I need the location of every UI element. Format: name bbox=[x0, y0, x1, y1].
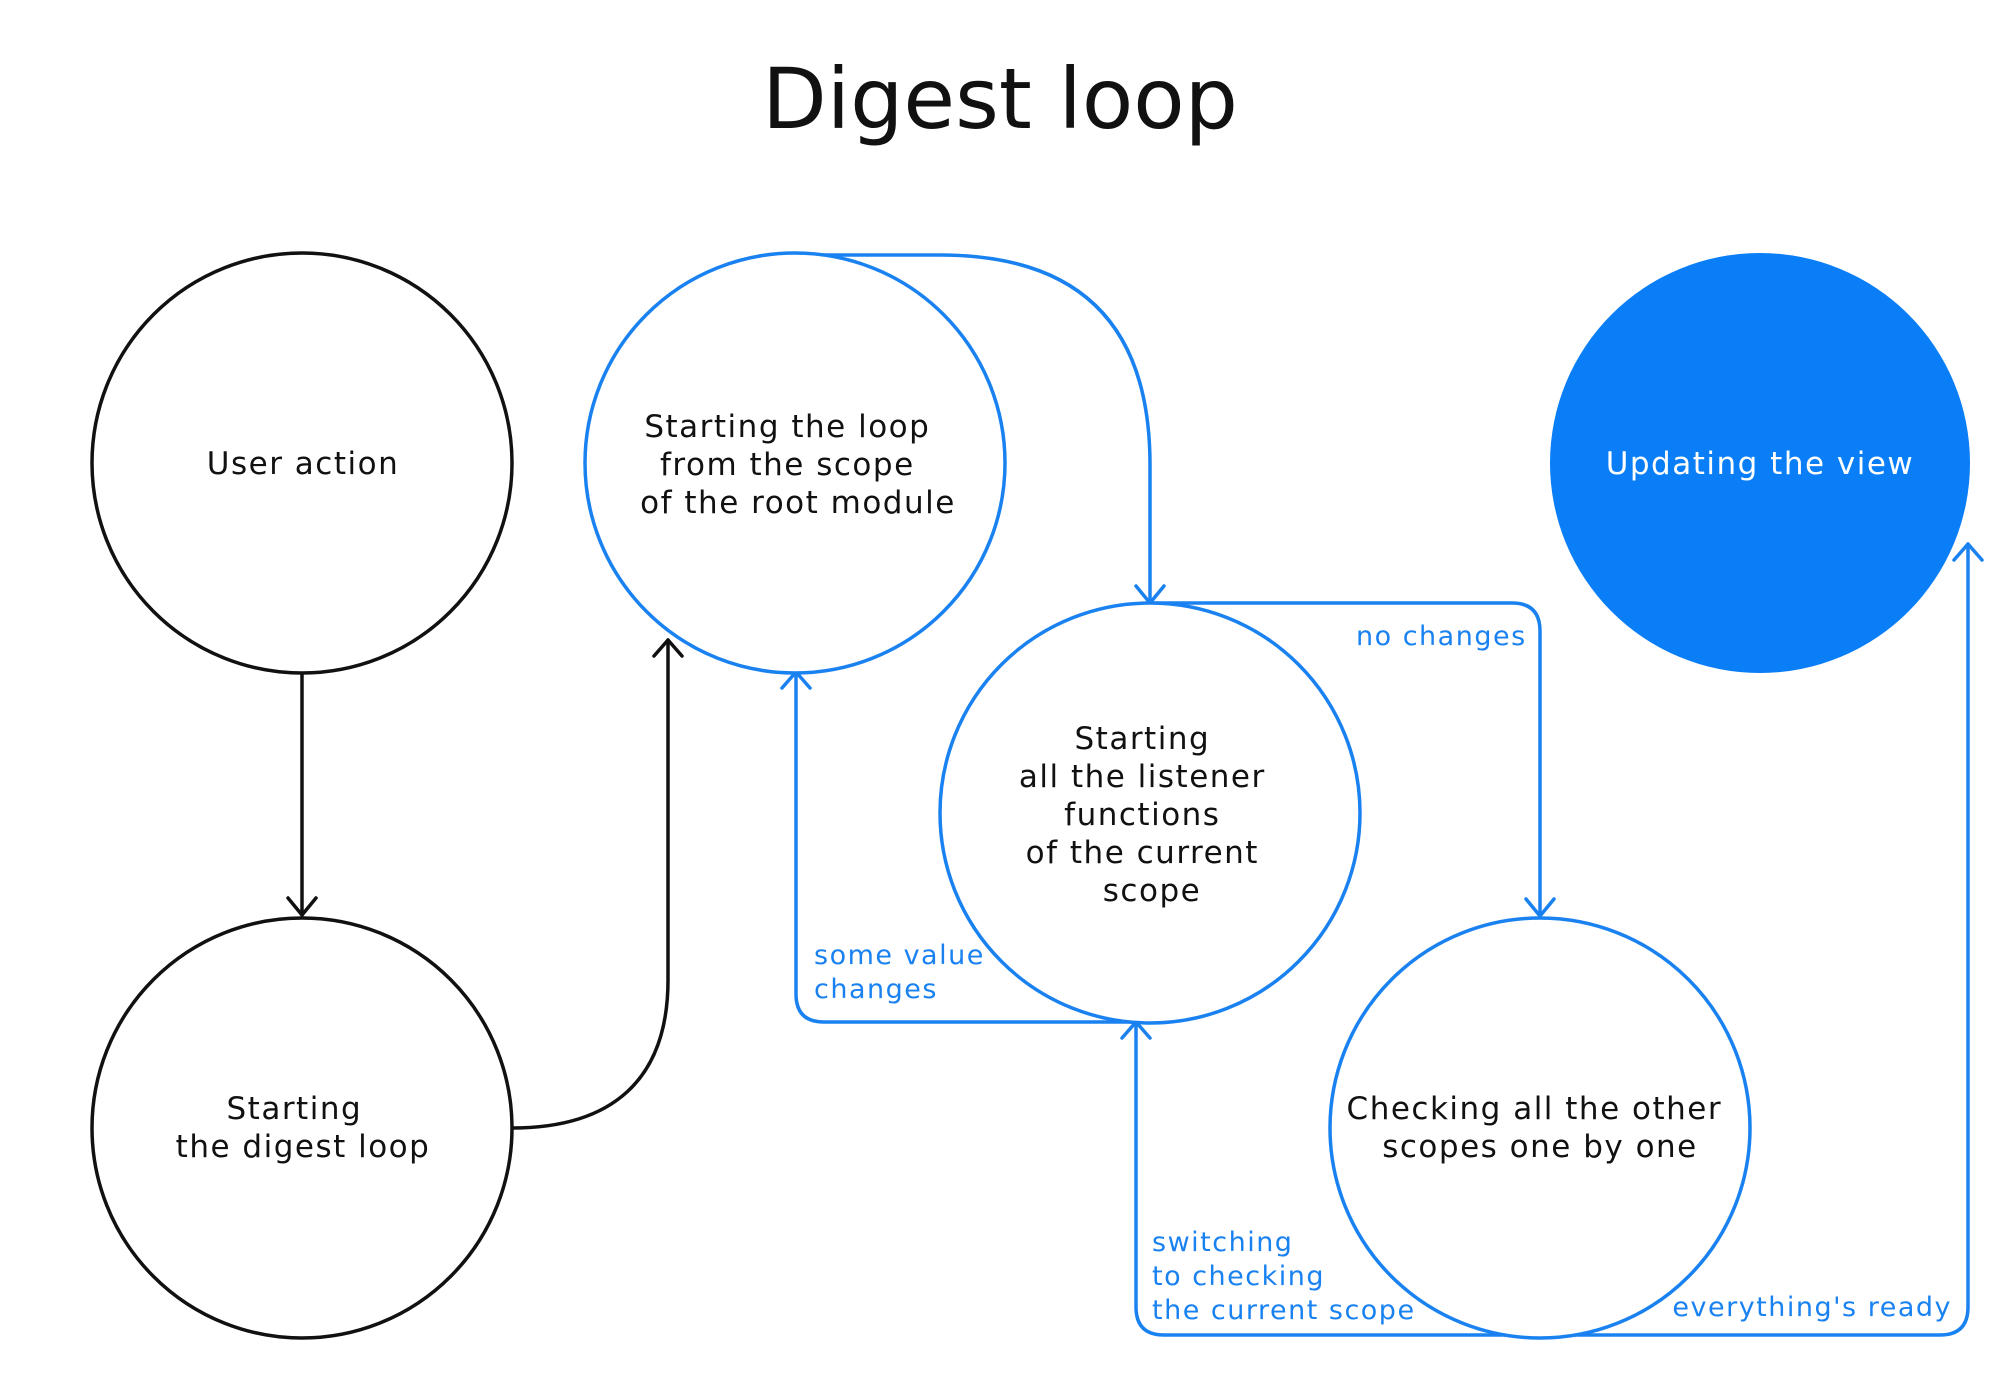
node-listeners-label: Starting all the listener functions of t… bbox=[1019, 721, 1277, 909]
arrow-switching-to-current bbox=[1134, 1020, 1542, 1337]
node-update-view bbox=[1550, 253, 1970, 673]
node-user-action bbox=[90, 251, 514, 675]
arrowhead-root-scope-bottom-left bbox=[652, 638, 684, 658]
edge-label-no-changes: no changes bbox=[1356, 621, 1527, 652]
diagram-title: Digest loop bbox=[762, 50, 1238, 148]
node-root-scope-label: Starting the loop from the scope of the … bbox=[640, 409, 956, 521]
arrow-digest-to-root-scope bbox=[510, 638, 670, 1130]
node-update-view-label: Updating the view bbox=[1606, 446, 1915, 482]
arrowhead-other-scopes-top bbox=[1524, 897, 1556, 918]
node-starting-digest bbox=[90, 916, 514, 1340]
arrow-root-scope-to-listeners bbox=[793, 253, 1152, 605]
arrow-some-value-changes bbox=[794, 670, 1135, 1024]
arrowhead-digest-top bbox=[286, 896, 318, 917]
node-user-action-label: User action bbox=[207, 446, 399, 482]
arrow-no-changes bbox=[1148, 601, 1542, 918]
edge-label-some-value-changes: some value changes bbox=[814, 940, 995, 1005]
node-other-scopes bbox=[1328, 916, 1752, 1340]
arrow-everything-ready bbox=[1538, 542, 1970, 1337]
edge-label-switching: switching to checking the current scope bbox=[1152, 1227, 1416, 1326]
node-root-scope bbox=[583, 251, 1007, 675]
edge-label-everything-ready: everything's ready bbox=[1672, 1292, 1952, 1323]
node-other-scopes-label: Checking all the other scopes one by one bbox=[1347, 1091, 1734, 1165]
arrowhead-update-view bbox=[1952, 542, 1984, 562]
node-listeners bbox=[938, 601, 1362, 1025]
node-starting-digest-label: Starting the digest loop bbox=[176, 1091, 431, 1165]
